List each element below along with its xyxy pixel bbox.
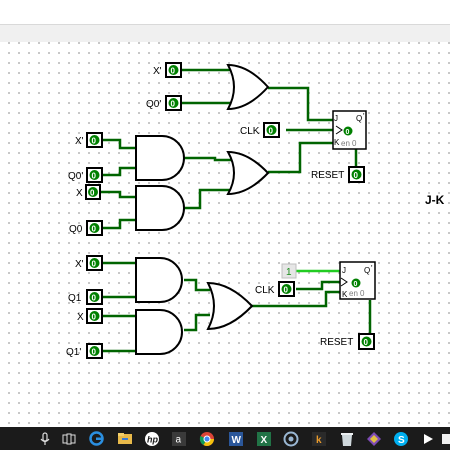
input-pin[interactable]: 0 [165,62,182,78]
windows-app-icon[interactable] [441,430,450,447]
edge-icon[interactable] [88,430,105,447]
window-top-area [0,0,450,24]
svg-text:0: 0 [92,348,97,357]
reset-label: RESET [320,337,353,348]
input-pin[interactable]: 0 [86,167,103,183]
and-gate[interactable] [135,185,185,231]
svg-text:a: a [175,434,181,445]
state-indicator [351,278,361,288]
svg-text:0: 0 [92,313,97,322]
excel-icon[interactable]: X [255,430,272,447]
input-pin[interactable]: 0 [86,132,103,148]
and-gate[interactable] [135,257,183,303]
circuit-canvas[interactable] [0,42,450,427]
pin-label: X [76,188,83,199]
state-value: 0 [346,129,350,136]
svg-text:X: X [260,435,267,446]
svg-text:0: 0 [354,171,359,180]
hp-icon[interactable]: hp [143,430,160,447]
q-label: Q [356,114,362,123]
pin-label: X' [75,259,84,270]
pin-label: X [77,312,84,323]
input-pin[interactable]: 0 [86,308,103,324]
svg-text:0: 0 [92,137,97,146]
input-pin[interactable]: 0 [86,289,103,305]
input-pin[interactable]: 0 [165,95,182,111]
purple-app-icon[interactable] [365,430,382,447]
reset-pin[interactable]: 0 [358,333,375,350]
input-pin[interactable]: 0 [86,343,103,359]
svg-text:0: 0 [364,338,369,347]
pin-label: X' [75,136,84,147]
svg-text:0: 0 [171,67,176,76]
state-indicator [343,126,353,136]
amazon-icon[interactable]: a [170,430,187,447]
pin-label: Q0' [146,99,161,110]
svg-text:0: 0 [92,172,97,181]
state-value: 0 [354,281,358,288]
svg-text:k: k [316,435,322,446]
pin-label: Q0' [68,171,83,182]
k-label: K [334,138,340,147]
or-gate[interactable] [226,63,270,111]
svg-text:0: 0 [90,189,95,198]
and-gate[interactable] [135,309,183,355]
svg-text:W: W [231,435,241,446]
enable-value: 0 [360,289,365,298]
constant-one[interactable]: 1 [281,263,297,279]
page-title: J-K [425,193,445,207]
input-pin[interactable]: 0 [86,220,103,236]
clock-pin[interactable]: 0 [263,122,280,138]
svg-text:hp: hp [147,434,158,444]
windows-taskbar: hp a W X k S [0,427,450,450]
svg-text:1: 1 [286,267,292,278]
svg-text:': ' [363,112,365,121]
pin-label: X' [153,66,162,77]
enable-value: 0 [352,139,357,148]
svg-text:S: S [398,435,405,446]
q-label: Q [364,266,370,275]
svg-text:0: 0 [284,286,289,295]
pin-label: Q1 [68,293,82,304]
k-label: K [342,290,348,299]
enable-label: en [349,289,358,298]
reset-pin[interactable]: 0 [348,166,365,183]
play-icon[interactable] [419,430,436,447]
or-gate[interactable] [206,281,254,331]
svg-text:0: 0 [92,294,97,303]
jk-flipflop[interactable]: J K Q ' 0 en 0 [339,261,376,300]
microphone-icon[interactable] [36,430,53,447]
circuit1-wires [100,68,358,230]
file-explorer-icon[interactable] [116,430,133,447]
svg-text:0: 0 [92,260,97,269]
j-label: J [342,266,346,275]
clk-label: CLK [240,126,260,137]
word-icon[interactable]: W [227,430,244,447]
pin-label: Q0 [69,224,83,235]
circle-app-icon[interactable] [282,430,299,447]
skype-icon[interactable]: S [392,430,409,447]
chrome-icon[interactable] [198,430,215,447]
svg-text:0: 0 [269,127,274,136]
enable-label: en [341,139,350,148]
circuit2-wires [103,261,372,353]
input-pin[interactable]: 0 [86,255,103,271]
circuit-diagram: J K Q ' 0 en 0 0 X' 0 Q0' 0 X' 0 Q0' 0 X [66,62,445,359]
and-gate[interactable] [135,135,185,181]
svg-text:0: 0 [92,225,97,234]
or-gate[interactable] [226,150,270,196]
k-app-icon[interactable]: k [310,430,327,447]
pin-label: Q1' [66,347,81,358]
svg-text:': ' [371,264,373,273]
svg-text:0: 0 [171,100,176,109]
input-pin[interactable]: 0 [85,184,101,200]
clock-pin[interactable]: 0 [278,281,295,297]
task-view-icon[interactable] [60,430,77,447]
j-label: J [334,114,338,123]
jk-flipflop[interactable]: J K Q ' 0 en 0 [332,110,367,150]
clk-label: CLK [255,285,275,296]
recycle-bin-icon[interactable] [338,430,355,447]
reset-label: RESET [311,170,344,181]
